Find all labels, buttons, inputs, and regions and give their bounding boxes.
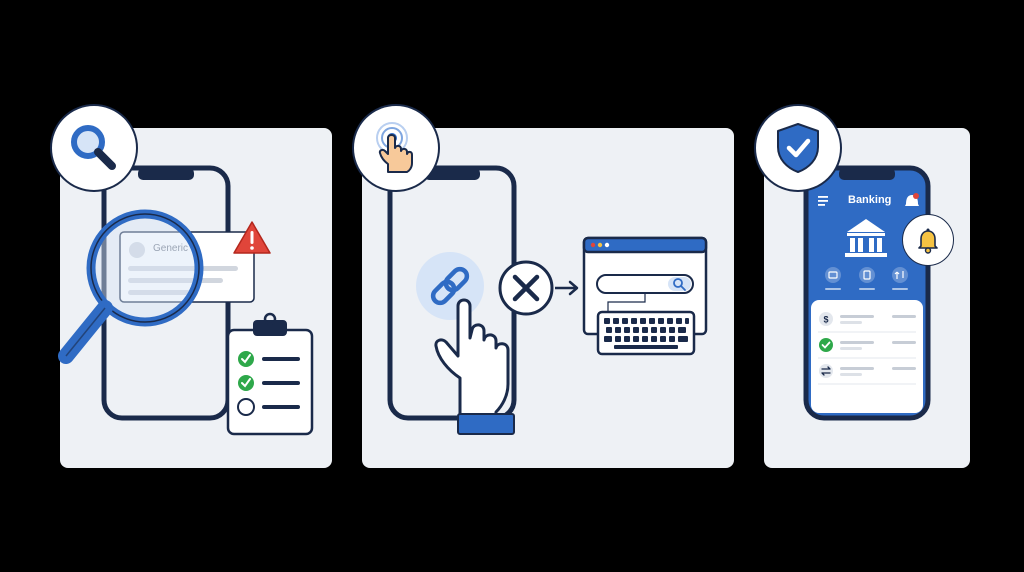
search-badge xyxy=(50,104,138,192)
bell-icon xyxy=(918,228,938,254)
shield-badge xyxy=(754,104,842,192)
tap-hand-icon xyxy=(376,122,413,173)
search-icon xyxy=(71,125,116,170)
transfer-icon xyxy=(819,364,833,378)
dollar-icon: $ xyxy=(819,312,833,326)
check-icon xyxy=(819,338,833,352)
notification-sender: Generic xyxy=(153,243,189,254)
svg-text:$: $ xyxy=(823,315,828,325)
shield-check-icon xyxy=(777,123,819,173)
tap-badge xyxy=(352,104,440,192)
app-title: Banking xyxy=(848,194,892,206)
bell-badge xyxy=(902,214,954,266)
